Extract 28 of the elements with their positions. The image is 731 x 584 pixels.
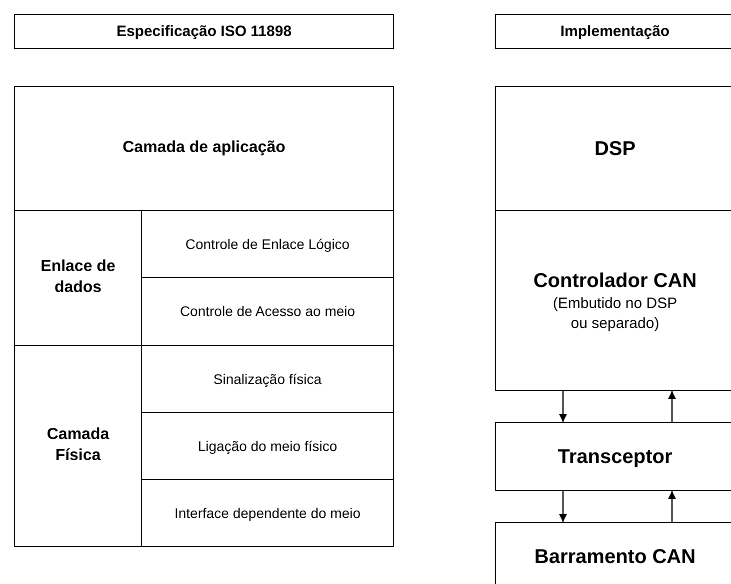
layer-title: Enlace de dados	[40, 257, 116, 298]
layer-title: Ligação do meio físico	[198, 436, 338, 456]
layer-title: Controle de Acesso ao meio	[180, 302, 356, 321]
layer-description: (Embutido no DSP ou separado)	[552, 294, 678, 333]
layer-box	[14, 86, 394, 211]
layer-title: Sinalização física	[213, 370, 322, 388]
arrow	[668, 491, 676, 522]
layer-box	[495, 422, 731, 491]
layer-title: Camada de aplicação	[122, 138, 286, 158]
layer-box	[14, 345, 142, 547]
layer-title: Transceptor	[558, 444, 672, 470]
header-box	[495, 14, 731, 49]
layer-title: Camada Física	[46, 425, 110, 466]
arrow	[559, 391, 567, 422]
layer-box	[495, 210, 731, 391]
layer-title: Barramento CAN	[534, 545, 696, 570]
arrow	[668, 391, 676, 422]
layer-title: Especificação ISO 11898	[116, 22, 292, 42]
arrow	[559, 491, 567, 522]
layer-title: Implementação	[560, 22, 670, 42]
layer-title: Interface dependente do meio	[174, 504, 361, 522]
header-box	[14, 14, 394, 49]
layer-title: Controle de Enlace Lógico	[185, 234, 350, 254]
layer-box	[495, 522, 731, 584]
layer-title: Controlador CAN	[533, 269, 697, 294]
layer-title: DSP	[594, 136, 636, 162]
layer-box	[141, 479, 394, 547]
layer-box	[495, 86, 731, 211]
